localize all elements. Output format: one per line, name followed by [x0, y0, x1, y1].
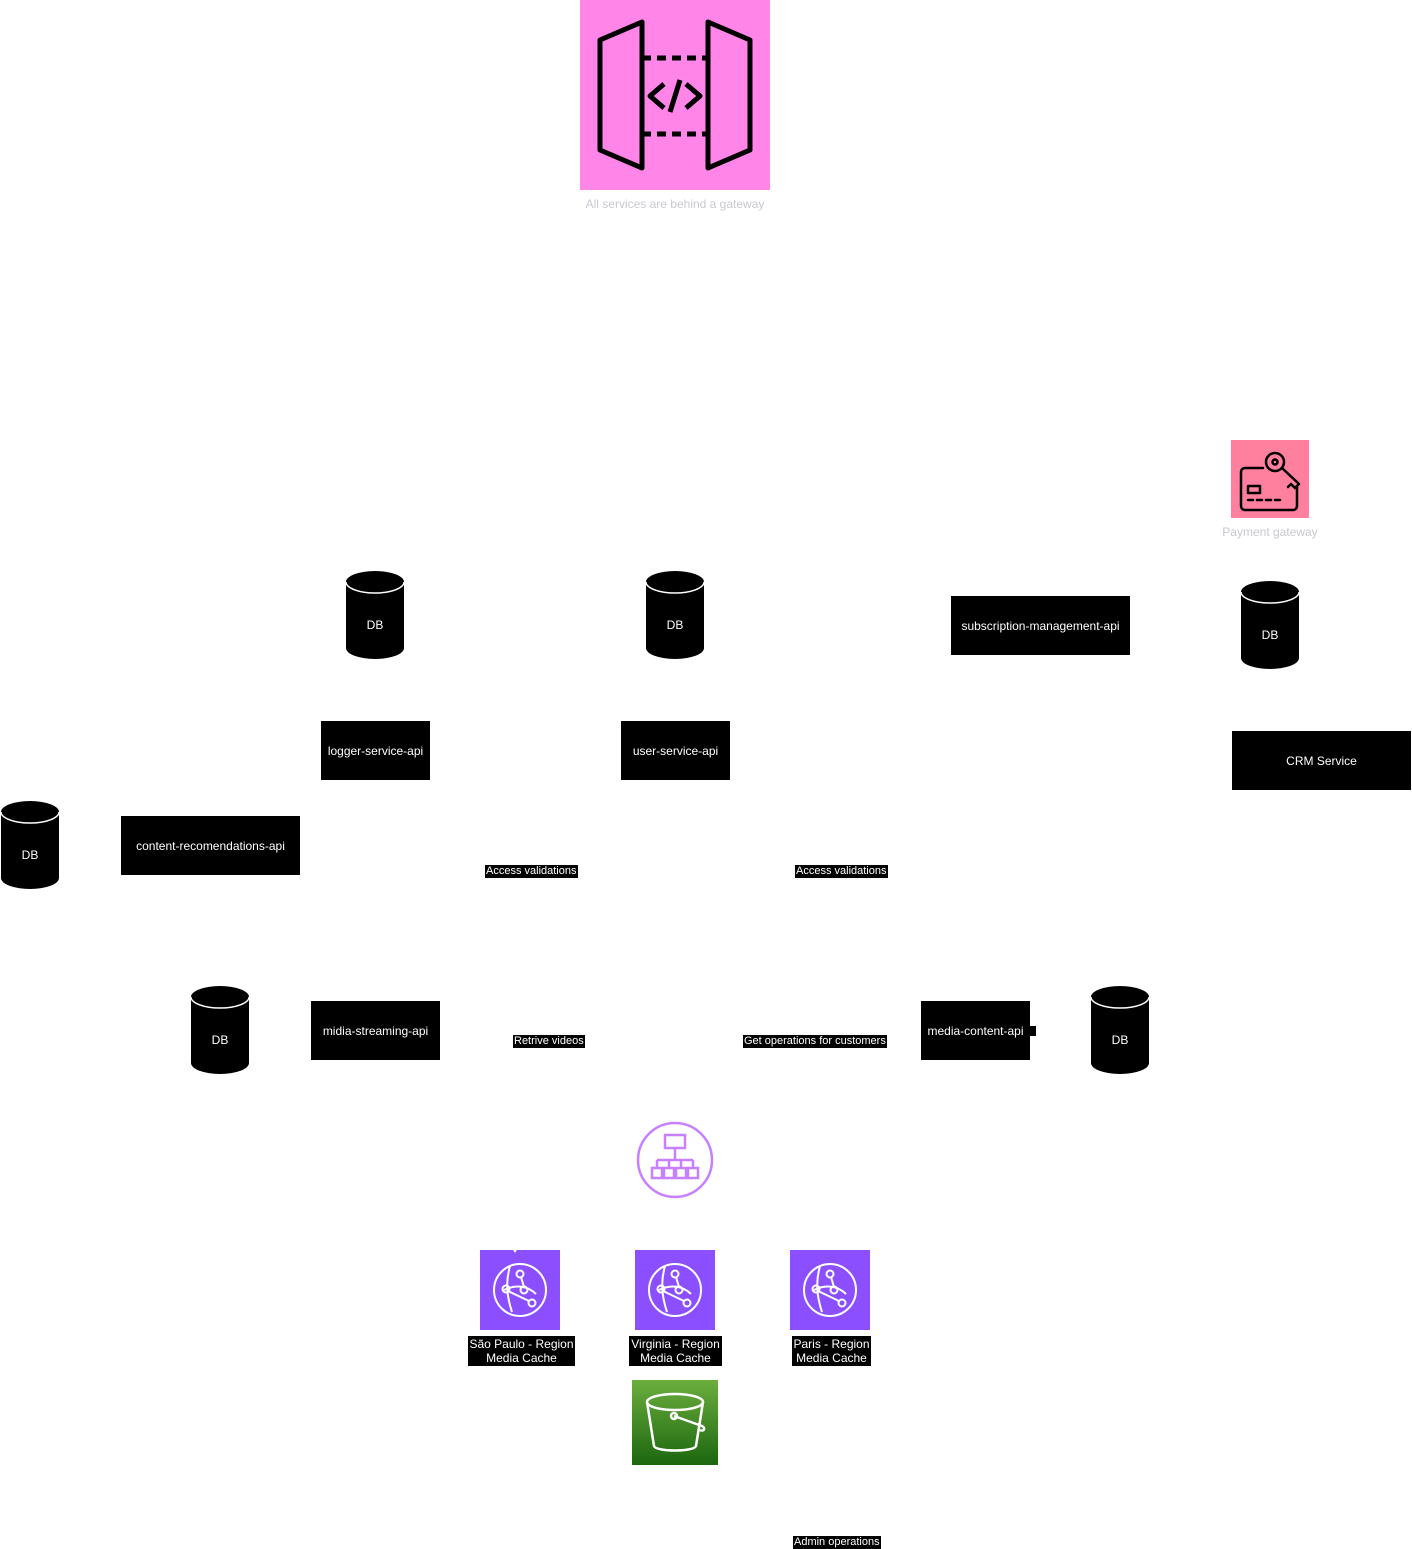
media-content-db: DB [1090, 985, 1150, 1075]
cache-label-line2: Media Cache [486, 1351, 557, 1365]
load-balancer-icon [636, 1121, 714, 1199]
paris-cache-label: Paris - Region Media Cache [792, 1336, 871, 1366]
edge-arrow-tip [512, 1248, 518, 1253]
s3-storage-node [632, 1380, 718, 1465]
user-service-api-node: user-service-api [621, 721, 730, 780]
edge-connector-stub [1030, 1026, 1036, 1036]
db-label: DB [1111, 1033, 1129, 1047]
db-label: DB [211, 1033, 229, 1047]
logger-service-api-node: logger-service-api [321, 721, 430, 780]
cache-label-line1: Virginia - Region [631, 1337, 720, 1351]
db-label: DB [366, 618, 384, 632]
edge-label-admin-operations: Admin operations [793, 1536, 881, 1549]
cache-label-line1: Paris - Region [793, 1337, 870, 1351]
cache-label-line1: São Paulo - Region [469, 1337, 574, 1351]
edge-label-access-validations-right: Access validations [795, 865, 888, 878]
content-recomendations-api-node: content-recomendations-api [121, 816, 300, 875]
virginia-cache-label: Virginia - Region Media Cache [629, 1336, 722, 1366]
sao-paulo-cache-node [480, 1250, 560, 1330]
s3-bucket-icon [645, 1392, 706, 1452]
db-label: DB [666, 618, 684, 632]
gateway-caption: All services are behind a gateway [585, 197, 765, 211]
edge-label-access-validations-left: Access validations [485, 865, 578, 878]
paris-cache-node [790, 1250, 870, 1330]
logger-db: DB [345, 570, 405, 660]
cloudfront-icon [648, 1263, 702, 1317]
user-db: DB [645, 570, 705, 660]
edge-label-get-operations: Get operations for customers [743, 1035, 887, 1048]
db-label: DB [1261, 628, 1279, 642]
api-gateway-node [580, 0, 770, 190]
midia-streaming-api-node: midia-streaming-api [311, 1001, 440, 1060]
subscription-db: DB [1240, 580, 1300, 670]
subscription-management-api-node: subscription-management-api [951, 596, 1130, 655]
edge-label-retrive-videos: Retrive videos [513, 1035, 585, 1048]
recommendations-db: DB [0, 800, 60, 890]
virginia-cache-node [635, 1250, 715, 1330]
cloudfront-icon [803, 1263, 857, 1317]
db-label: DB [21, 848, 39, 862]
load-balancer-node [635, 1120, 715, 1200]
payment-card-key-icon [1239, 451, 1301, 512]
api-gateway-icon [597, 19, 753, 171]
crm-service-node: CRM Service [1232, 731, 1411, 790]
payment-gateway-node [1231, 440, 1309, 518]
streaming-db: DB [190, 985, 250, 1075]
payment-caption: Payment gateway [1222, 525, 1318, 539]
cache-label-line2: Media Cache [796, 1351, 867, 1365]
media-content-api-node: media-content-api [921, 1001, 1030, 1060]
cloudfront-icon [493, 1263, 547, 1317]
cache-label-line2: Media Cache [640, 1351, 711, 1365]
sao-paulo-cache-label: São Paulo - Region Media Cache [468, 1336, 575, 1366]
